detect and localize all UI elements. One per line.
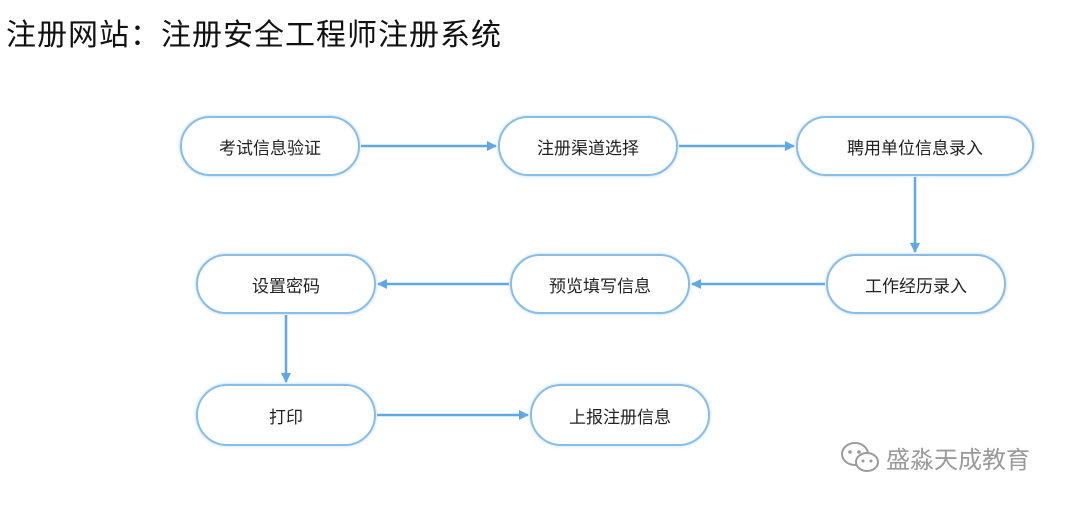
node-employer-info: 聘用单位信息录入 bbox=[796, 116, 1034, 176]
wechat-icon bbox=[841, 441, 879, 472]
node-work-history: 工作经历录入 bbox=[826, 254, 1006, 314]
node-submit-info: 上报注册信息 bbox=[530, 384, 710, 446]
node-set-password: 设置密码 bbox=[196, 254, 376, 314]
node-preview-info: 预览填写信息 bbox=[510, 254, 690, 314]
node-print: 打印 bbox=[196, 384, 376, 446]
node-exam-info-verify: 考试信息验证 bbox=[180, 116, 360, 176]
watermark: 盛淼天成教育 bbox=[840, 440, 1030, 475]
node-channel-select: 注册渠道选择 bbox=[498, 116, 678, 176]
page-title: 注册网站：注册安全工程师注册系统 bbox=[6, 18, 502, 53]
watermark-text: 盛淼天成教育 bbox=[886, 446, 1030, 474]
